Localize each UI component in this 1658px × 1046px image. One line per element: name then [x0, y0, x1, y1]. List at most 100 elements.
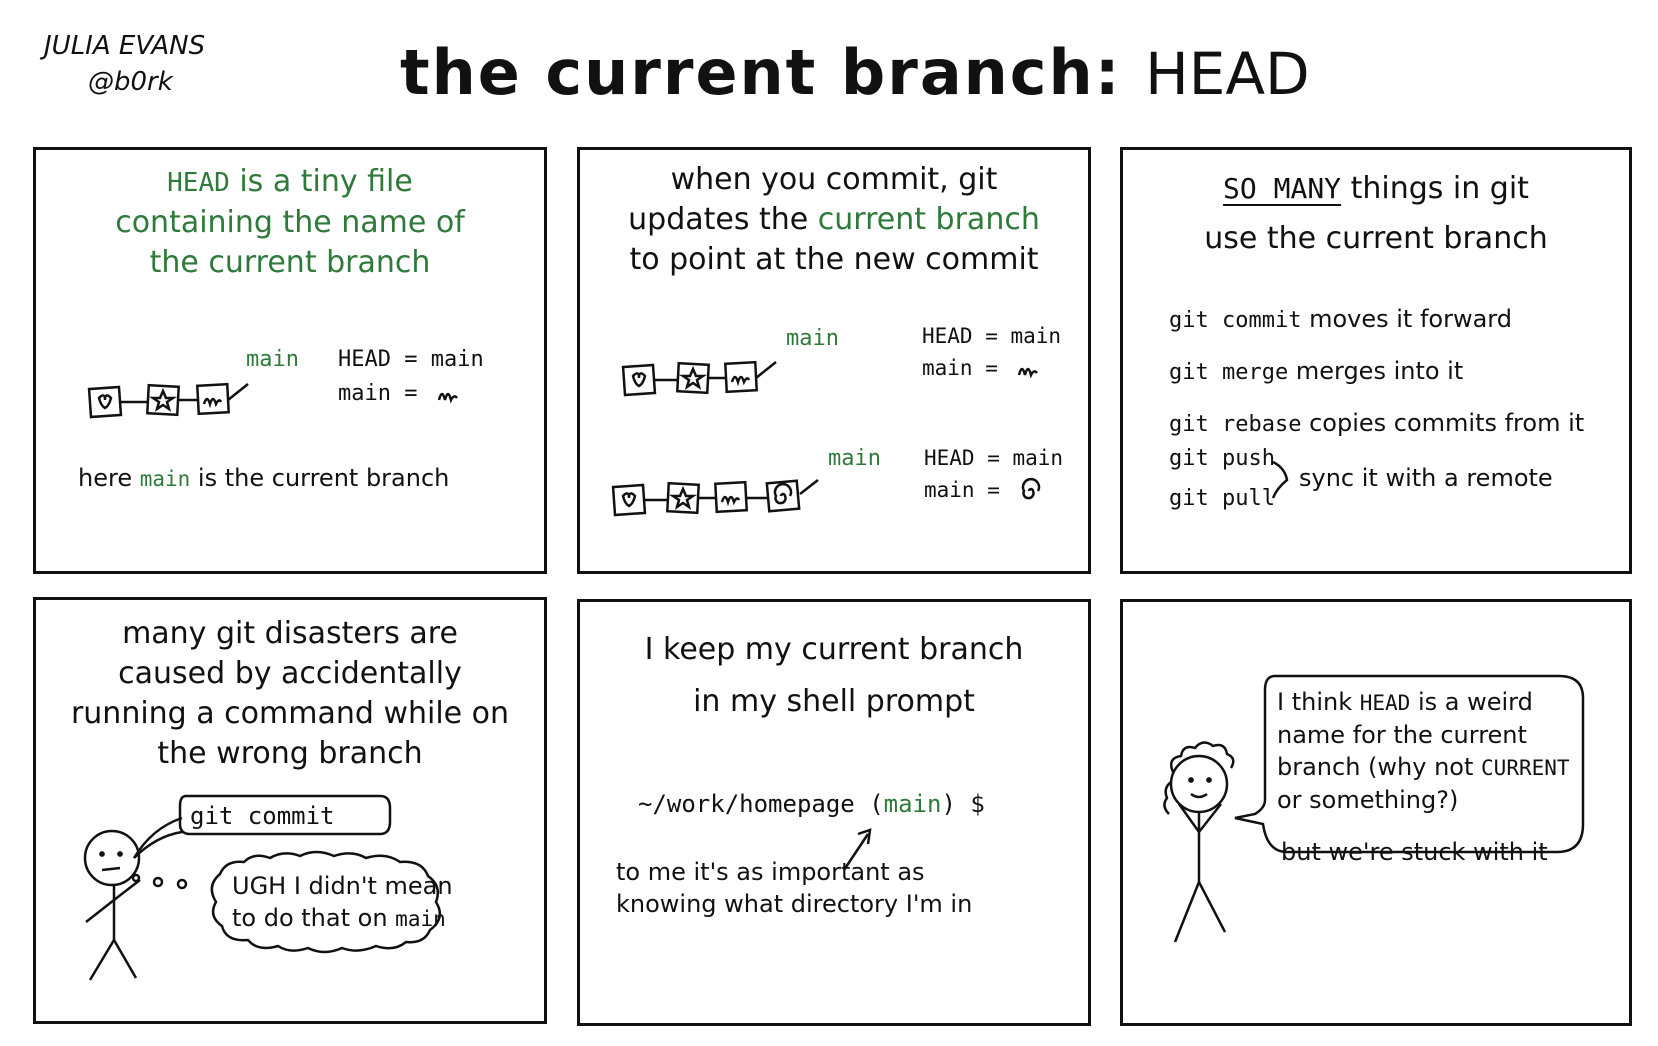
caption-post: is the current branch [190, 464, 450, 492]
author-name: JULIA EVANS [44, 31, 206, 61]
cmd-rebase: git rebase [1169, 412, 1302, 437]
stick-figure-curly [1163, 741, 1235, 943]
commit-heart [87, 385, 123, 419]
line4: or something?) [1277, 786, 1459, 814]
panel-commit-updates: when you commit, git updates the current… [577, 147, 1091, 574]
commit-chain-after [611, 479, 819, 517]
title-line1: things in git [1341, 171, 1529, 206]
speech-git-commit: git commit [190, 802, 335, 830]
title-line2: in my shell prompt [693, 684, 975, 719]
command-list: git commit moves it forward git merge me… [1169, 294, 1584, 450]
title-line1: many git disasters are [122, 616, 458, 651]
thought-line2-main: main [395, 907, 446, 931]
command-row-merge: git merge merges into it [1169, 346, 1584, 398]
cmd-push: git push [1169, 446, 1275, 471]
panel-weird-name: I think HEAD is a weird name for the cur… [1120, 599, 1632, 1026]
squiggle-icon [437, 392, 458, 404]
cmd-merge-text: merges into it [1288, 357, 1464, 385]
stick-figure-worried [83, 829, 141, 981]
title-line1: I keep my current branch [644, 632, 1024, 667]
title-line2-pre: updates the [628, 202, 818, 237]
title-line3: the current branch [149, 245, 431, 280]
cmd-pull: git pull [1169, 486, 1275, 511]
line3-current: CURRENT [1481, 756, 1570, 780]
panel-shell-prompt: I keep my current branch in my shell pro… [577, 599, 1091, 1026]
brace-icon [1271, 460, 1289, 499]
line1-post: is a weird [1410, 688, 1533, 716]
panel-many-things: SO MANY things in git use the current br… [1120, 147, 1632, 574]
eq-head-main-after: HEAD = main [924, 446, 1064, 470]
spiral-icon [1021, 477, 1040, 500]
panel1-caption: here main is the current branch [78, 464, 449, 492]
thought-line2-pre: to do that on [232, 904, 396, 932]
panel5-title: I keep my current branch in my shell pro… [580, 624, 1088, 728]
squiggle-icon [1017, 367, 1038, 379]
caption-pre: here [78, 464, 140, 492]
shell-note: to me it's as important as knowing what … [616, 856, 972, 920]
note-line1: to me it's as important as [616, 858, 925, 886]
head-word: HEAD [167, 168, 230, 198]
weird-name-text: I think HEAD is a weird name for the cur… [1277, 686, 1570, 868]
title-line1: is a tiny file [229, 164, 413, 199]
panel-head-file: HEAD is a tiny file containing the name … [33, 147, 547, 574]
caption-main: main [139, 467, 191, 491]
panel3-title: SO MANY things in git use the current br… [1123, 164, 1629, 264]
command-row-commit: git commit moves it forward [1169, 294, 1584, 346]
commit-chain-before [621, 360, 777, 397]
cmd-merge: git merge [1169, 360, 1289, 385]
title-line3: running a command while on [70, 696, 510, 731]
branch-label-main-after: main [828, 446, 881, 471]
prompt-branch: main [883, 790, 942, 818]
title-line2: containing the name of [115, 205, 465, 240]
title-line2: use the current branch [1204, 221, 1548, 256]
line3-pre: branch (why not [1277, 753, 1482, 781]
branch-label-main-before: main [786, 326, 839, 351]
so-many-caps: SO MANY [1223, 172, 1342, 205]
cmd-commit: git commit [1169, 308, 1302, 333]
sync-text: sync it with a remote [1299, 464, 1553, 492]
eq-main-after: main = [924, 474, 1043, 506]
eq-main-before: main = [922, 352, 1041, 384]
cmd-rebase-text: copies commits from it [1301, 409, 1585, 437]
commit-squiggle [195, 382, 231, 416]
branch-label-main: main [246, 347, 299, 372]
thought-line1: UGH I didn't mean [232, 872, 453, 900]
shell-prompt: ~/work/homepage (main) $ [638, 790, 985, 818]
title-line4: the wrong branch [157, 736, 423, 771]
eq-main-commit: main = [338, 378, 461, 410]
author-signature: JULIA EVANS @b0rk [44, 28, 244, 100]
command-row-rebase: git rebase copies commits from it [1169, 398, 1584, 450]
prompt-suffix: ) $ [941, 790, 985, 818]
eq-main-label: main = [922, 356, 998, 380]
eq-main-label: main = [924, 478, 1000, 502]
arrow-up-icon [842, 828, 872, 871]
author-handle: @b0rk [88, 67, 173, 97]
line5: but we're stuck with it [1281, 838, 1548, 866]
commit-star [145, 383, 181, 417]
title-line2: caused by accidentally [118, 656, 462, 691]
thought-cloud [210, 850, 442, 954]
eq-head-main-before: HEAD = main [922, 324, 1062, 348]
title-line2-green: current branch [817, 202, 1040, 237]
eq-head-main: HEAD = main [338, 347, 484, 372]
prompt-path: ~/work/homepage ( [638, 790, 884, 818]
note-line2: knowing what directory I'm in [616, 890, 973, 918]
line2: name for the current [1277, 721, 1527, 749]
speech-bubble-large [1234, 674, 1585, 854]
line1-head: HEAD [1359, 691, 1411, 715]
cmd-commit-text: moves it forward [1301, 305, 1512, 333]
speech-bubble [132, 794, 392, 859]
panel-git-disasters: many git disasters are caused by acciden… [33, 597, 547, 1024]
panel1-title: HEAD is a tiny file containing the name … [36, 162, 544, 283]
panel2-title: when you commit, git updates the current… [580, 160, 1088, 280]
page-title: the current branch: HEAD [400, 36, 1310, 109]
eq-main-label: main = [338, 381, 418, 406]
title-line1: when you commit, git [670, 162, 998, 197]
title-head: HEAD [1145, 40, 1310, 108]
thought-dots [131, 873, 188, 890]
title-main: the current branch: [400, 36, 1122, 109]
thought-text: UGH I didn't mean to do that on main [232, 870, 453, 935]
title-line3: to point at the new commit [629, 242, 1039, 277]
panel4-title: many git disasters are caused by acciden… [36, 614, 544, 774]
commit-chain-diagram [87, 382, 249, 419]
